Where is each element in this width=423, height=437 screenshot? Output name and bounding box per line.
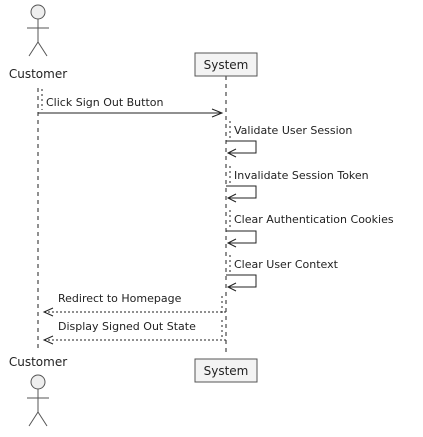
- arrowhead-icon: [226, 238, 237, 248]
- message-label: Clear User Context: [234, 258, 339, 271]
- actor-head-icon: [30, 374, 46, 390]
- self-message-arrow: [226, 140, 257, 154]
- arrowhead-icon: [226, 193, 237, 203]
- system-label-bottom: System: [204, 364, 249, 378]
- self-message-arrow: [226, 230, 257, 244]
- arrowhead-icon: [42, 335, 54, 345]
- message-clear-context: Clear User Context: [226, 255, 339, 292]
- customer-actor-top: Customer: [9, 4, 67, 81]
- message-redirect-homepage: Redirect to Homepage: [42, 292, 226, 317]
- message-display-signed-out: Display Signed Out State: [42, 320, 226, 345]
- message-label: Redirect to Homepage: [58, 292, 182, 305]
- arrowhead-icon: [226, 282, 237, 292]
- customer-label-bottom: Customer: [9, 355, 67, 369]
- arrowhead-icon: [42, 307, 54, 317]
- message-label: Invalidate Session Token: [234, 169, 369, 182]
- message-label: Clear Authentication Cookies: [234, 213, 394, 226]
- system-participant-top: System: [194, 52, 258, 77]
- arrowhead-icon: [226, 148, 237, 158]
- system-participant-bottom: System: [194, 358, 258, 383]
- message-label: Display Signed Out State: [58, 320, 196, 333]
- self-message-arrow: [226, 185, 257, 199]
- actor-head-icon: [30, 4, 46, 20]
- message-label: Click Sign Out Button: [46, 96, 164, 109]
- system-label-top: System: [204, 58, 249, 72]
- system-box-bottom: [194, 358, 258, 383]
- message-click-sign-out: Click Sign Out Button: [38, 89, 224, 118]
- customer-label-top: Customer: [9, 67, 67, 81]
- system-box-top: [194, 52, 258, 77]
- message-validate-session: Validate User Session: [226, 121, 352, 158]
- arrowhead-icon: [211, 108, 224, 118]
- message-invalidate-token: Invalidate Session Token: [226, 166, 369, 203]
- message-clear-cookies: Clear Authentication Cookies: [226, 210, 394, 248]
- message-label: Validate User Session: [234, 124, 352, 137]
- customer-actor-bottom: Customer: [9, 355, 67, 427]
- self-message-arrow: [226, 274, 257, 288]
